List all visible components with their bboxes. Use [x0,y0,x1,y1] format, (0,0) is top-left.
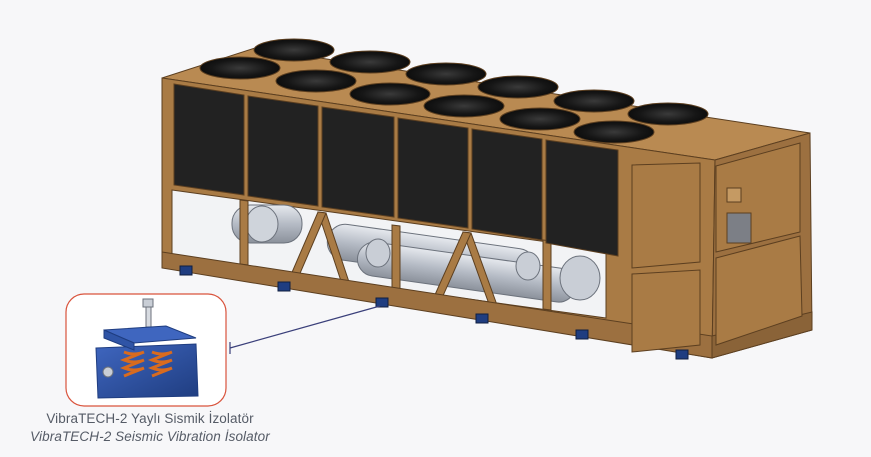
condenser-fans [199,38,709,144]
callout-leader-line [229,305,381,349]
isolator-feet [179,265,689,360]
fan-icon [199,56,281,80]
fan-icon [499,107,581,131]
caption-english: VibraTECH-2 Seismic Vibration İsolator [30,429,270,444]
fan-icon [477,75,559,99]
fan-icon [573,120,655,144]
fan-icon [405,62,487,86]
fan-icon [553,89,635,113]
control-panels [631,142,803,353]
chiller-unit [161,38,813,360]
coil-panels [173,83,619,257]
fan-icon [275,69,357,93]
fan-icon [423,94,505,118]
fan-icon [349,82,431,106]
fan-icon [627,102,709,126]
fan-icon [253,38,335,62]
fan-icon [329,50,411,74]
spring-isolator-icon [95,298,199,399]
caption-turkish: VibraTECH-2 Yaylı Sismik İzolatör [46,411,254,426]
